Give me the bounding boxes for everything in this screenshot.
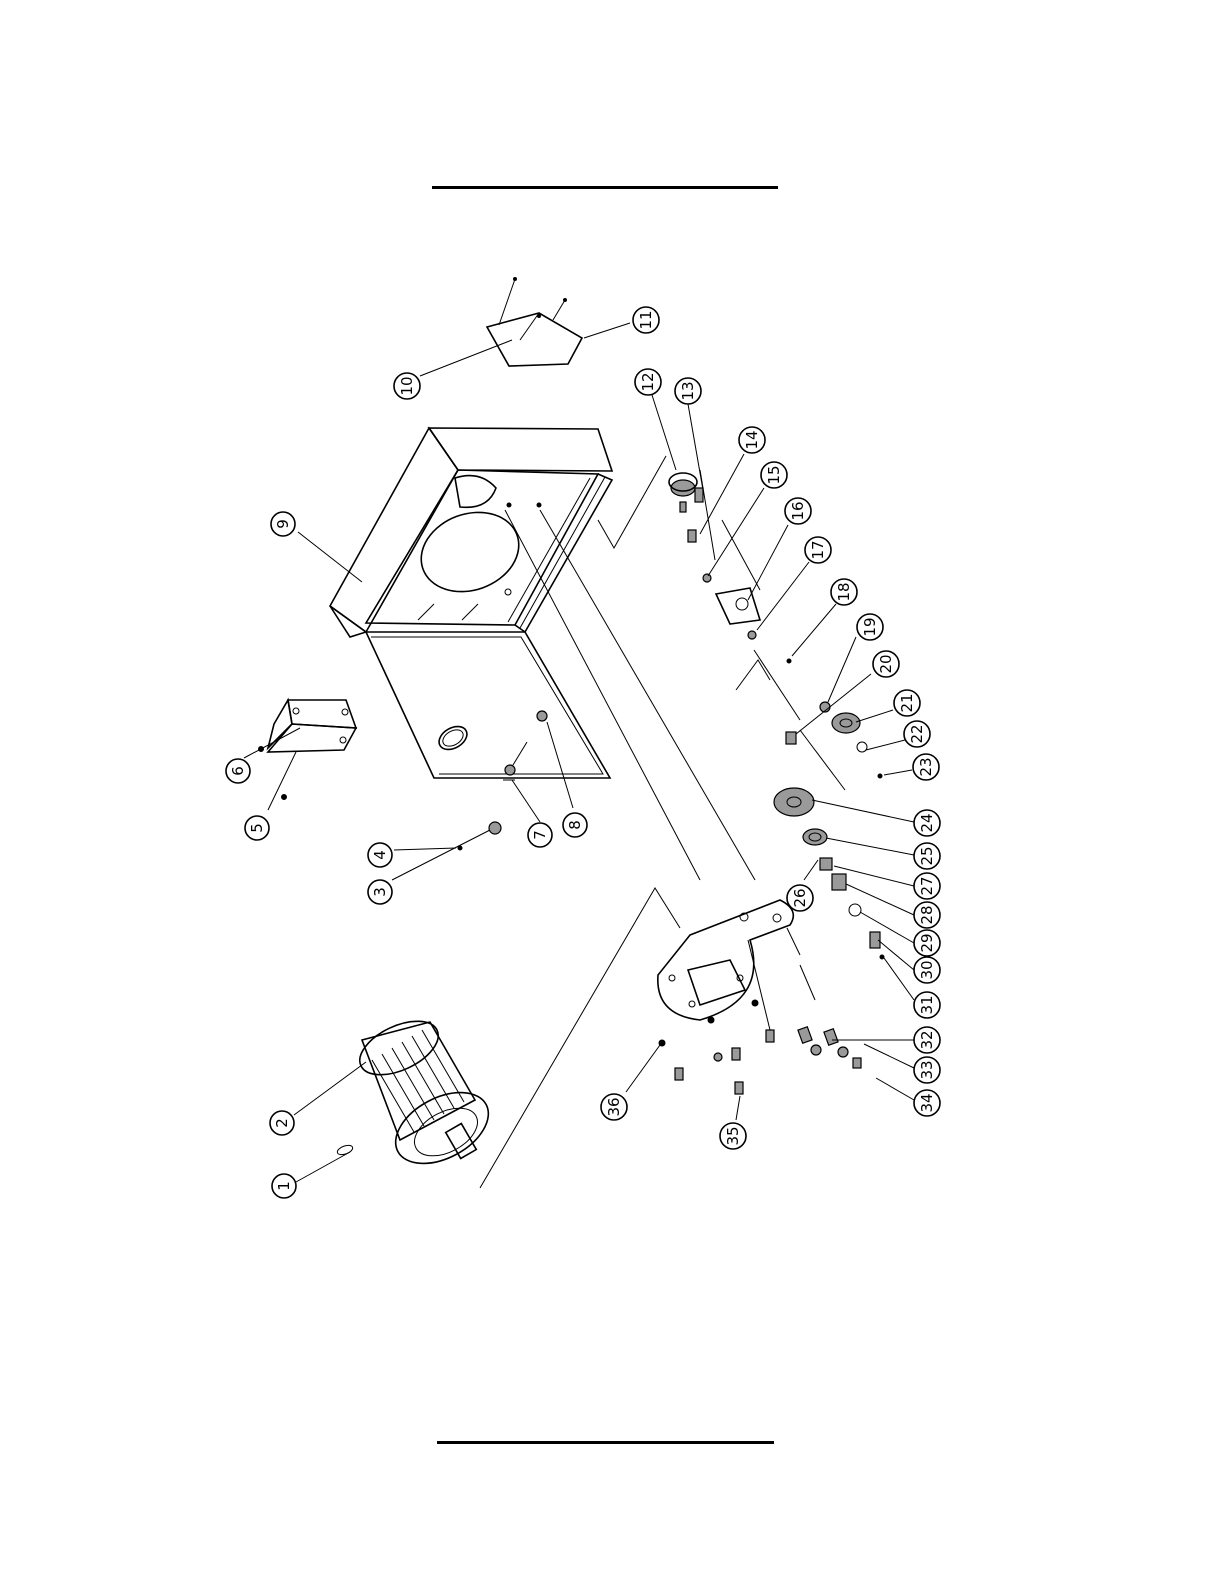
part-9-cabinet <box>330 428 612 778</box>
callout-29: 29 <box>914 930 940 956</box>
part-36-motor-bracket <box>658 900 794 1020</box>
callout-27-label: 27 <box>918 876 936 895</box>
callout-32: 32 <box>914 1027 940 1053</box>
callout-21-label: 21 <box>898 693 916 712</box>
part-10-box <box>487 278 582 367</box>
callout-30: 30 <box>914 957 940 983</box>
callout-23: 23 <box>913 754 939 780</box>
callout-24: 24 <box>914 810 940 836</box>
callout-18-label: 18 <box>835 582 853 601</box>
callout-7-label: 7 <box>531 830 549 840</box>
callout-7: 7 <box>528 823 552 847</box>
callout-17: 17 <box>805 537 831 563</box>
callout-14: 14 <box>739 427 765 453</box>
callout-12: 12 <box>635 369 661 395</box>
callout-26: 26 <box>787 885 813 911</box>
callout-15: 15 <box>761 462 787 488</box>
callout-16: 16 <box>785 498 811 524</box>
callout-12-label: 12 <box>639 372 657 391</box>
callout-36-label: 36 <box>605 1097 623 1116</box>
callout-2-label: 2 <box>273 1118 291 1128</box>
callout-24-label: 24 <box>918 813 936 832</box>
callout-9: 9 <box>271 512 295 536</box>
callout-8: 8 <box>563 813 587 837</box>
part-2-motor <box>336 1010 500 1178</box>
callout-10: 10 <box>394 373 420 399</box>
callout-25-label: 25 <box>918 846 936 865</box>
callout-28-label: 28 <box>918 905 936 924</box>
callout-31: 31 <box>914 992 940 1018</box>
callout-11-label: 11 <box>637 310 655 329</box>
callout-4-label: 4 <box>371 850 389 860</box>
callout-19-label: 19 <box>861 617 879 636</box>
callout-13-label: 13 <box>679 381 697 400</box>
part-6-bracket <box>259 700 357 800</box>
callout-4: 4 <box>368 843 392 867</box>
callout-3: 3 <box>368 880 392 904</box>
callout-34: 34 <box>914 1090 940 1116</box>
callout-31-label: 31 <box>918 995 936 1014</box>
callout-25: 25 <box>914 843 940 869</box>
callout-9-label: 9 <box>274 519 292 529</box>
callout-20: 20 <box>873 651 899 677</box>
callout-10-label: 10 <box>398 376 416 395</box>
callout-29-label: 29 <box>918 933 936 952</box>
callout-35-label: 35 <box>724 1126 742 1145</box>
callout-19: 19 <box>857 614 883 640</box>
callout-20-label: 20 <box>877 654 895 673</box>
callout-6-label: 6 <box>229 766 247 776</box>
callout-5: 5 <box>245 816 269 840</box>
callout-23-label: 23 <box>917 757 935 776</box>
callout-11: 11 <box>633 307 659 333</box>
callout-13: 13 <box>675 378 701 404</box>
callout-33: 33 <box>914 1057 940 1083</box>
bolts-32-35 <box>659 1000 861 1094</box>
callout-5-label: 5 <box>248 823 266 833</box>
callout-15-label: 15 <box>765 465 783 484</box>
callout-18: 18 <box>831 579 857 605</box>
callout-17-label: 17 <box>809 540 827 559</box>
callout-6: 6 <box>226 759 250 783</box>
callout-26-label: 26 <box>791 888 809 907</box>
callout-22: 22 <box>904 721 930 747</box>
callout-28: 28 <box>914 902 940 928</box>
callout-14-label: 14 <box>743 430 761 449</box>
callout-27: 27 <box>914 873 940 899</box>
callout-33-label: 33 <box>918 1060 936 1079</box>
callout-32-label: 32 <box>918 1030 936 1049</box>
callout-35: 35 <box>720 1123 746 1149</box>
callout-21: 21 <box>894 690 920 716</box>
assembly-lines <box>480 456 845 1188</box>
callout-36: 36 <box>601 1094 627 1120</box>
callout-3-label: 3 <box>371 887 389 897</box>
callout-16-label: 16 <box>789 501 807 520</box>
callout-2: 2 <box>270 1111 294 1135</box>
callout-1-label: 1 <box>275 1181 293 1191</box>
callout-34-label: 34 <box>918 1093 936 1112</box>
callout-8-label: 8 <box>566 820 584 830</box>
callout-22-label: 22 <box>908 724 926 743</box>
callout-30-label: 30 <box>918 960 936 979</box>
callout-1: 1 <box>272 1174 296 1198</box>
